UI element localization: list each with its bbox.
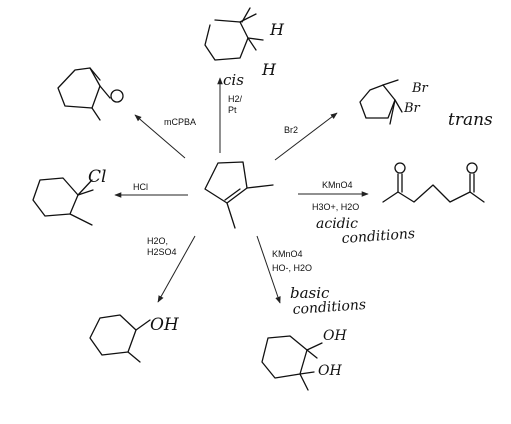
product-br-label-bottom: Br <box>403 101 421 116</box>
reagent-hcl: HCl <box>133 182 148 192</box>
note-basic-conditions: conditions <box>292 297 366 318</box>
center-molecule <box>204 161 274 229</box>
product-hydrogenation: H H <box>204 7 285 79</box>
note-acidic: acidic <box>316 216 358 232</box>
product-br-label-top: Br <box>411 81 429 96</box>
reagent-h3o-acidic: H3O+, H2O <box>312 202 359 212</box>
arrow-epoxidation <box>134 114 186 159</box>
note-basic: basic <box>290 284 330 302</box>
reagent-kmno4-basic: KMnO4 <box>272 249 303 259</box>
reagent-br2: Br2 <box>284 125 298 135</box>
reagent-mcpba: mCPBA <box>164 117 196 127</box>
reagent-h2o-hydration: H2O, <box>147 236 168 246</box>
product-epoxide <box>57 67 124 121</box>
product-oh-label-bottom: OH <box>318 363 342 379</box>
product-h-label-top: H <box>269 20 285 39</box>
product-h-label-bottom: H <box>261 60 277 79</box>
product-diketone <box>382 162 485 203</box>
product-oh-label: OH <box>150 315 180 335</box>
arrow-kmno4-basic <box>256 235 281 304</box>
product-hcl: Cl <box>32 167 106 226</box>
product-alcohol: OH <box>89 314 180 363</box>
reagent-kmno4-acidic: KMnO4 <box>322 180 353 190</box>
reagent-ho-basic: HO-, H2O <box>272 263 312 273</box>
arrow-bromination <box>274 112 338 161</box>
reagent-h2-line2: Pt <box>228 105 237 115</box>
arrow-acid-hydration <box>157 235 196 303</box>
note-acidic-conditions: conditions <box>341 226 415 247</box>
reagent-h2so4: H2SO4 <box>147 247 177 257</box>
note-trans: trans <box>448 110 493 130</box>
note-cis: cis <box>223 71 244 89</box>
reagent-h2-line1: H2/ <box>228 94 243 104</box>
product-oh-label-top: OH <box>323 328 347 344</box>
product-diol: OH OH <box>261 328 347 391</box>
product-bromination: Br Br <box>359 79 429 125</box>
product-cl-label: Cl <box>88 167 106 187</box>
